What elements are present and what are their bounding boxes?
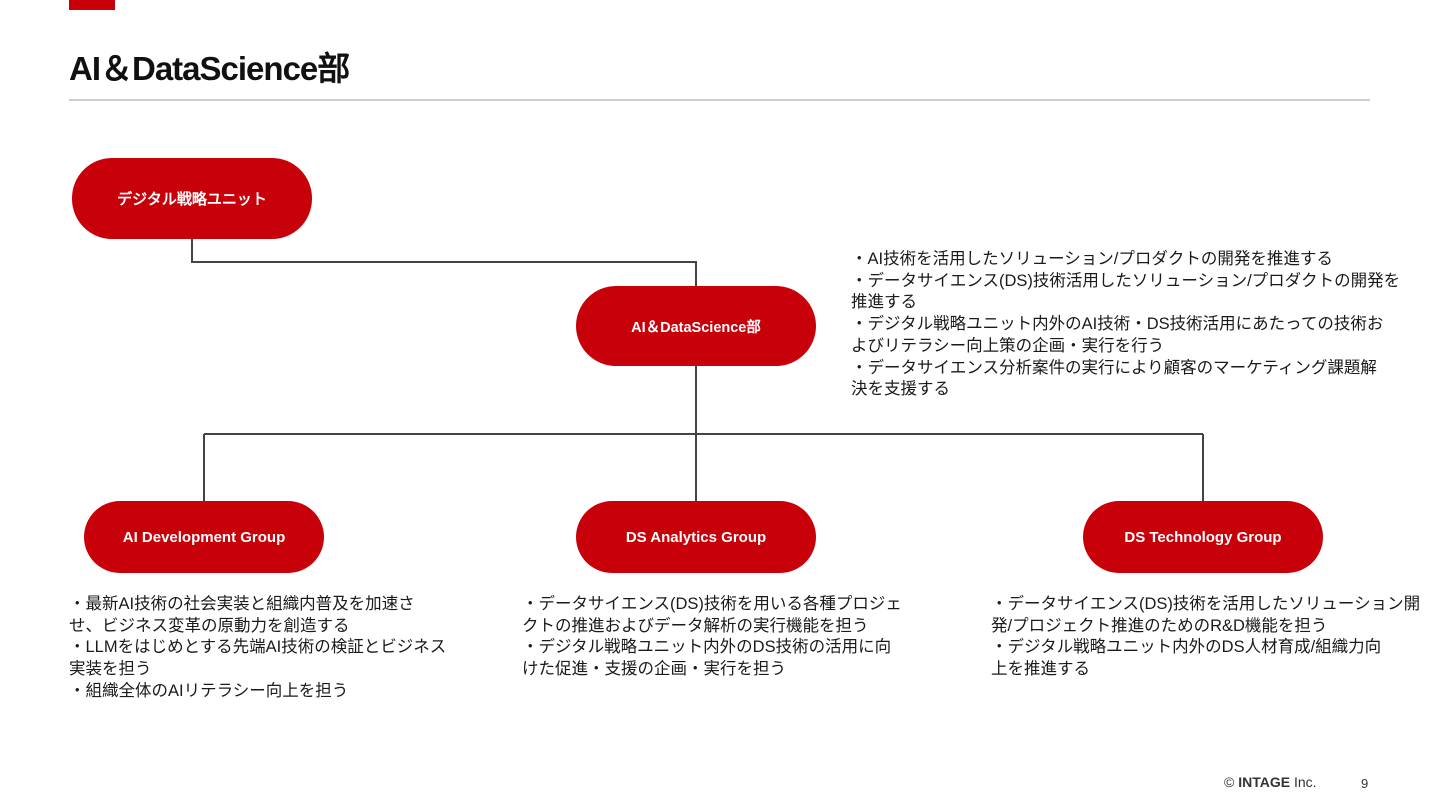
org-node-ai-development-group: AI Development Group bbox=[84, 501, 324, 573]
description-line: 決を支援する bbox=[851, 380, 950, 399]
description-line: 上を推進する bbox=[991, 660, 1090, 679]
org-node-label: AI Development Group bbox=[122, 528, 286, 546]
description-line: 推進する bbox=[851, 293, 917, 312]
description-line: ・データサイエンス分析案件の実行により顧客のマーケティング課題解 bbox=[851, 358, 1377, 377]
description-line: ・AI技術を活用したソリューション/プロダクトの開発を推進する bbox=[851, 250, 1333, 268]
org-node-label: DS Analytics Group bbox=[625, 528, 767, 546]
company-suffix: Inc. bbox=[1293, 774, 1317, 790]
org-node-digital-strategy-unit: デジタル戦略ユニット bbox=[72, 158, 312, 239]
org-node-label: DS Technology Group bbox=[1124, 528, 1282, 546]
org-node-ds-analytics-group: DS Analytics Group bbox=[576, 501, 816, 573]
title-divider bbox=[69, 99, 1370, 101]
slide-title: AI＆DataScience部 bbox=[69, 50, 350, 87]
org-node-ai-datascience-department: AI＆DataScience部 bbox=[576, 286, 816, 366]
description-line: ・データサイエンス(DS)技術を用いる各種プロジェ bbox=[522, 595, 902, 613]
description-line: ・最新AI技術の社会実装と組織内普及を加速さ bbox=[69, 595, 415, 613]
description-line: せ、ビジネス変革の原動力を創造する bbox=[69, 616, 350, 635]
ds-analytics-group-description: ・データサイエンス(DS)技術を用いる各種プロジェ クトの推進およびデータ解析の… bbox=[522, 594, 902, 681]
description-line: けた促進・支援の企画・実行を担う bbox=[522, 660, 786, 679]
connector-unit-to-department bbox=[191, 239, 697, 286]
org-node-label: デジタル戦略ユニット bbox=[117, 191, 267, 208]
org-node-ds-technology-group: DS Technology Group bbox=[1083, 501, 1323, 573]
description-line: ・データサイエンス(DS)技術活用したソリューション/プロダクトの開発を bbox=[851, 271, 1401, 290]
footer-copyright: © INTAGE Inc. bbox=[1224, 774, 1317, 790]
department-description: ・AI技術を活用したソリューション/プロダクトの開発を推進する ・データサイエン… bbox=[851, 249, 1400, 401]
copyright-symbol: © bbox=[1224, 774, 1235, 790]
description-line: ・データサイエンス(DS)技術を活用したソリューション開 bbox=[991, 595, 1421, 613]
accent-block bbox=[69, 0, 115, 10]
ds-technology-group-description: ・データサイエンス(DS)技術を活用したソリューション開 発/プロジェクト推進の… bbox=[991, 594, 1420, 681]
description-line: 発/プロジェクト推進のためのR&D機能を担う bbox=[991, 616, 1328, 635]
description-line: ・デジタル戦略ユニット内外のAI技術・DS技術活用にあたっての技術お bbox=[851, 315, 1384, 334]
company-name: INTAGE bbox=[1238, 774, 1291, 790]
description-line: 実装を担う bbox=[69, 660, 152, 679]
description-line: クトの推進およびデータ解析の実行機能を担う bbox=[522, 616, 869, 635]
org-node-label: AI＆DataScience部 bbox=[631, 319, 761, 336]
page-number: 9 bbox=[1361, 776, 1369, 791]
description-line: よびリテラシー向上策の企画・実行を行う bbox=[851, 336, 1165, 355]
description-line: ・組織全体のAIリテラシー向上を担う bbox=[69, 681, 349, 700]
description-line: ・デジタル戦略ユニット内外のDS技術の活用に向 bbox=[522, 638, 892, 657]
description-line: ・デジタル戦略ユニット内外のDS人材育成/組織力向 bbox=[991, 638, 1382, 657]
ai-development-group-description: ・最新AI技術の社会実装と組織内普及を加速さ せ、ビジネス変革の原動力を創造する… bbox=[69, 594, 446, 703]
description-line: ・LLMをはじめとする先端AI技術の検証とビジネス bbox=[69, 638, 447, 657]
